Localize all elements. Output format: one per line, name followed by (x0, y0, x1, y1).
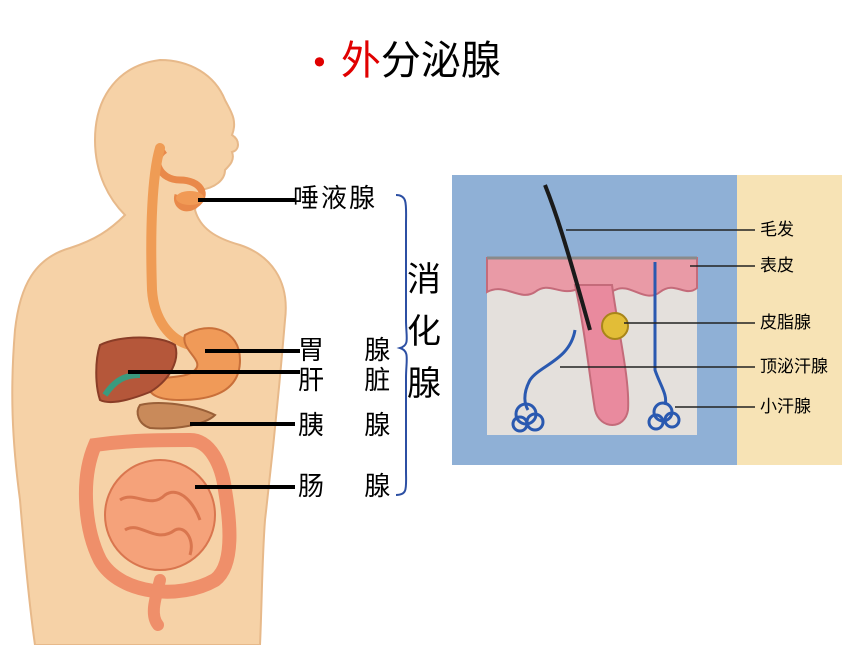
label-intestinal-gland: 肠 腺 (298, 472, 393, 502)
title-bullet: • (310, 44, 329, 82)
esophagus (146, 143, 195, 350)
large-intestine (78, 432, 237, 599)
hair-shaft (543, 184, 592, 331)
small-intestine (104, 459, 216, 571)
page-title: • 外分泌腺 (310, 36, 501, 88)
rectum (147, 574, 166, 631)
bile-duct (102, 372, 141, 397)
label-liver: 肝 脏 (298, 366, 393, 396)
salivary-blob (176, 191, 204, 205)
stomach (148, 327, 242, 402)
skin-label-epidermis: 表皮 (760, 256, 794, 276)
skin-label-hair: 毛发 (760, 220, 794, 240)
sebaceous-gland (601, 312, 629, 340)
group-label-char-3: 腺 (407, 364, 441, 404)
title-rest: 分泌腺 (380, 38, 501, 84)
label-pancreas: 胰 腺 (298, 411, 393, 441)
skin-label-sebaceous: 皮脂腺 (760, 313, 811, 333)
skin-label-column (737, 175, 842, 465)
group-label-char-1: 消 (407, 260, 441, 300)
group-label-char-2: 化 (407, 312, 441, 352)
group-brace (395, 194, 408, 496)
label-salivary-gland: 唾液腺 (293, 184, 378, 214)
label-gastric-gland: 胃 腺 (298, 336, 393, 366)
skin-label-eccrine: 小汗腺 (760, 397, 811, 417)
skin-label-apocrine: 顶泌汗腺 (760, 357, 828, 377)
title-accent-char: 外 (340, 38, 381, 84)
